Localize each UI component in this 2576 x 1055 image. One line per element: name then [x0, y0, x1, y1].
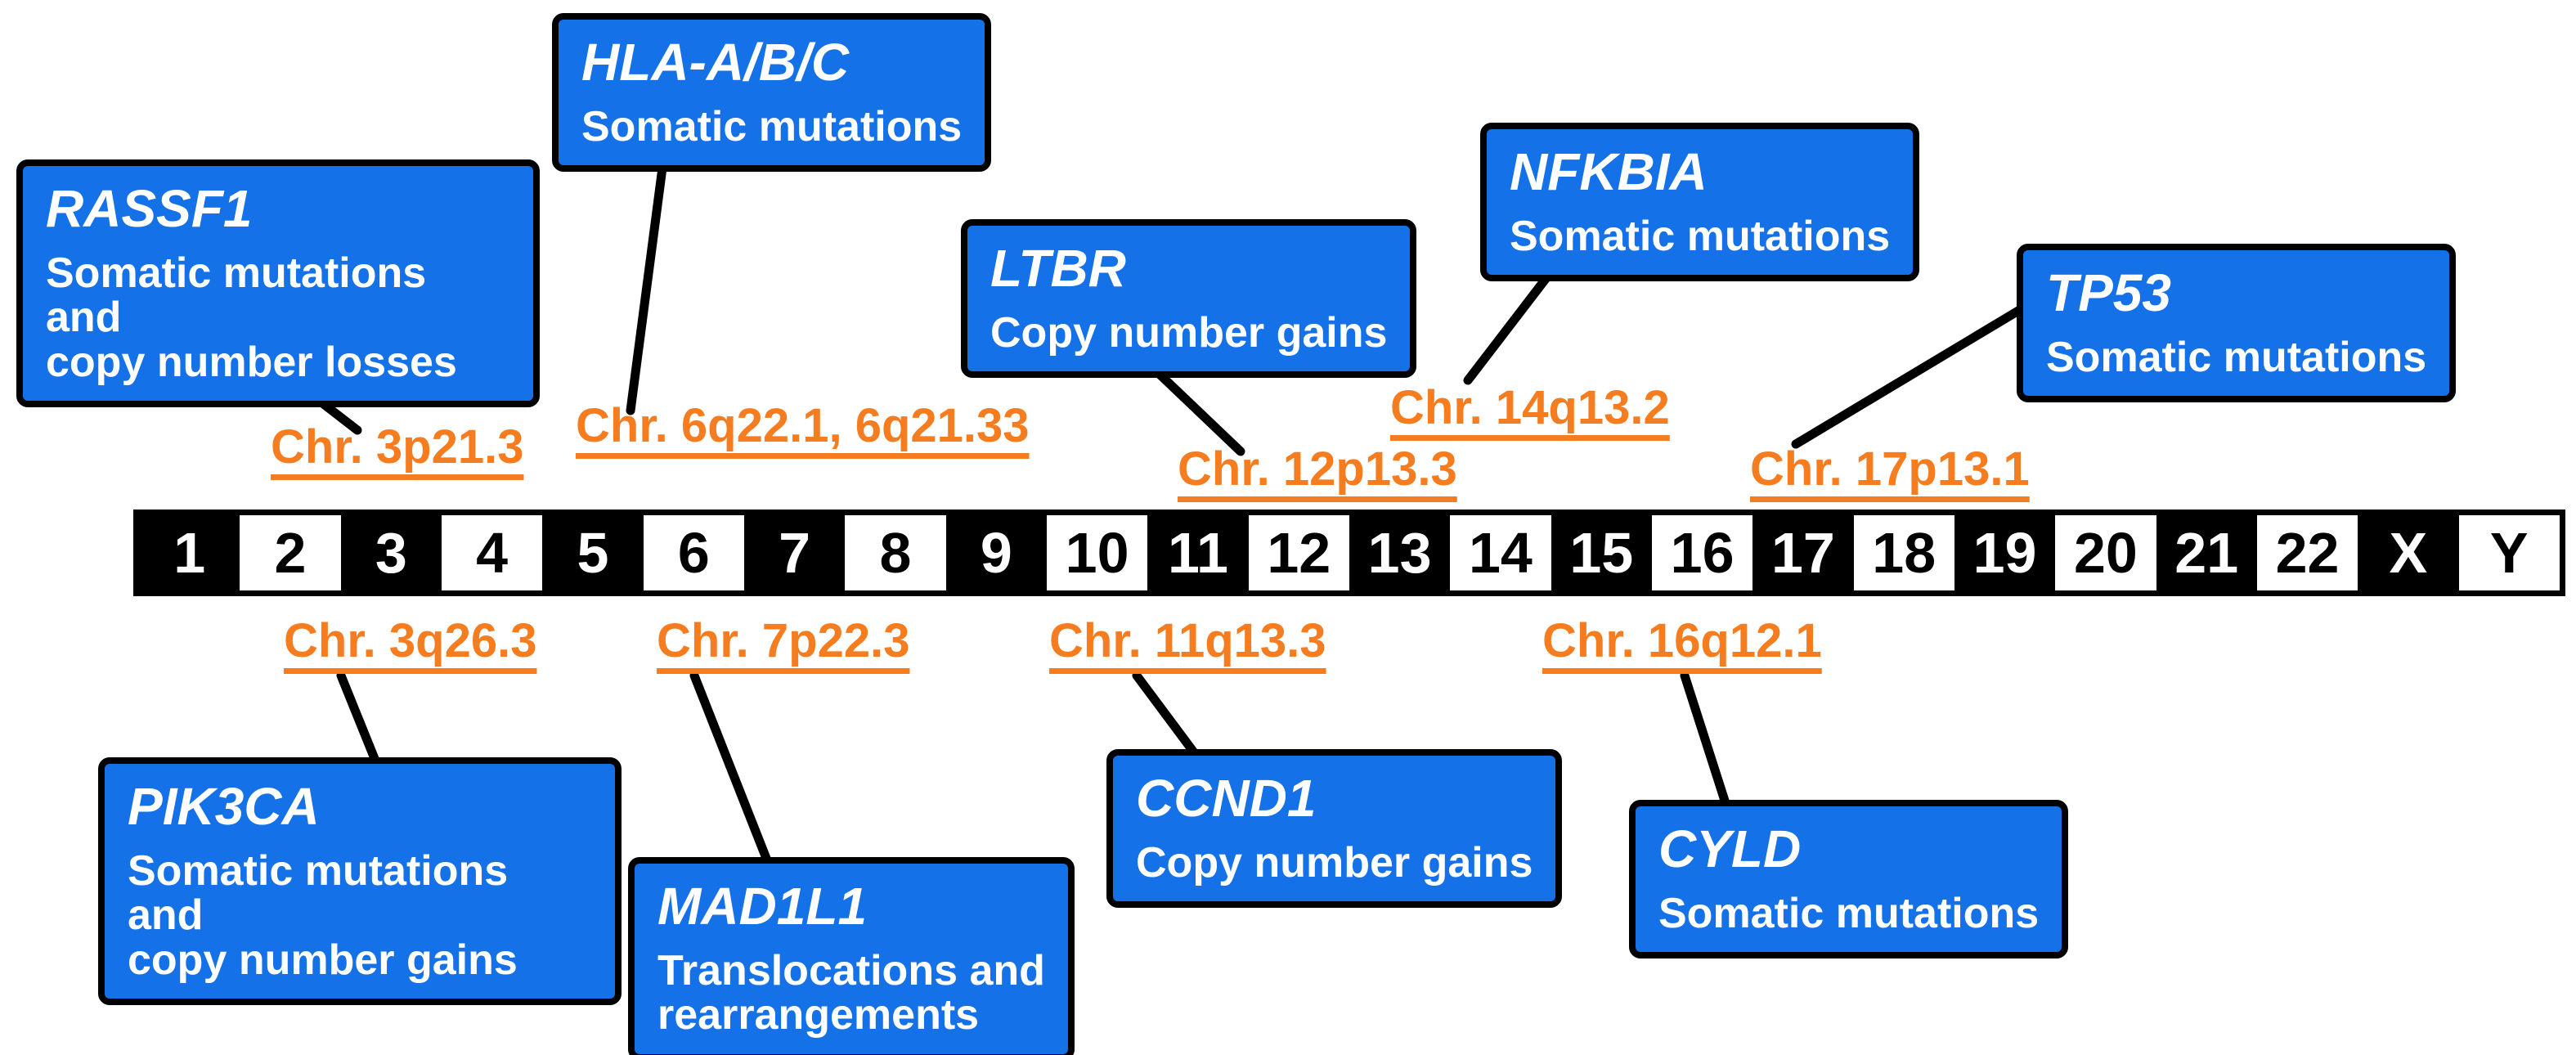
locus-label-chr6q22-1: Chr. 6q22.1, 6q21.33 [576, 399, 1030, 452]
connector-nfkbia-chr14q [1463, 263, 1559, 385]
chromosome-cell-11: 11 [1147, 515, 1249, 590]
chromosome-cell-22: 22 [2256, 515, 2358, 590]
gene-name-hla-abc: HLA-A/B/C [581, 33, 850, 92]
connector-tp53-chr17p [1791, 306, 2023, 449]
chromosome-cell-15: 15 [1551, 515, 1652, 590]
gene-alteration-rassf1: Somatic mutations and copy number losses [46, 249, 457, 386]
connector-ltbr-chr12p [1148, 363, 1245, 456]
gene-name-nfkbia: NFKBIA [1510, 142, 1708, 201]
gene-alteration-ccnd1: Copy number gains [1136, 838, 1533, 887]
chromosome-cell-12: 12 [1248, 515, 1349, 590]
locus-label-chr3p21-3: Chr. 3p21.3 [271, 420, 524, 474]
gene-alteration-pik3ca: Somatic mutations and copy number gains [128, 846, 518, 984]
connector-chr16q-cyld [1680, 671, 1730, 808]
chromosome-cell-4: 4 [441, 515, 543, 590]
locus-label-chr16q12-1: Chr. 16q12.1 [1542, 614, 1822, 667]
chromosome-cell-9: 9 [945, 515, 1047, 590]
chromosome-cell-3: 3 [340, 515, 442, 590]
gene-alteration-ltbr: Copy number gains [990, 308, 1388, 357]
connector-chr3q-pik3ca [336, 671, 380, 765]
gene-box-mad1l1: MAD1L1 Translocations and rearrangements [628, 857, 1075, 1055]
chromosome-cell-1: 1 [139, 515, 240, 590]
gene-box-hla-abc: HLA-A/B/C Somatic mutations [552, 13, 992, 173]
gene-name-rassf1: RASSF1 [46, 179, 253, 238]
connector-chr7p-mad1l1 [689, 671, 772, 865]
connector-hla-chr6q [626, 150, 669, 415]
chromosome-cell-X: X [2358, 515, 2459, 590]
chromosome-cell-13: 13 [1349, 515, 1451, 590]
gene-box-nfkbia: NFKBIA Somatic mutations [1480, 123, 1920, 282]
gene-alteration-nfkbia: Somatic mutations [1510, 212, 1891, 260]
gene-name-tp53: TP53 [2046, 263, 2171, 322]
chromosome-cell-17: 17 [1752, 515, 1854, 590]
connector-chr11q-ccnd1 [1132, 671, 1199, 757]
locus-label-chr11q13-3: Chr. 11q13.3 [1049, 614, 1326, 667]
locus-label-chr14q13-2: Chr. 14q13.2 [1390, 381, 1670, 434]
chromosome-cell-14: 14 [1450, 515, 1551, 590]
locus-label-chr7p22-3: Chr. 7p22.3 [657, 614, 910, 667]
chromosome-cell-8: 8 [845, 515, 946, 590]
gene-name-ccnd1: CCND1 [1136, 769, 1317, 828]
gene-name-pik3ca: PIK3CA [128, 777, 320, 836]
chromosome-cell-7: 7 [743, 515, 846, 590]
chromosome-cell-10: 10 [1046, 515, 1148, 590]
chromosome-cell-18: 18 [1853, 515, 1954, 590]
chromosome-cell-6: 6 [643, 515, 744, 590]
chromosome-cell-16: 16 [1651, 515, 1753, 590]
gene-box-ltbr: LTBR Copy number gains [961, 219, 1417, 379]
chromosome-cell-5: 5 [542, 515, 644, 590]
gene-box-rassf1: RASSF1 Somatic mutations and copy number… [16, 159, 540, 408]
gene-name-ltbr: LTBR [990, 239, 1126, 298]
gene-box-ccnd1: CCND1 Copy number gains [1106, 749, 1563, 909]
gene-alteration-cyld: Somatic mutations [1658, 889, 2040, 937]
gene-box-cyld: CYLD Somatic mutations [1629, 800, 2069, 959]
chromosome-cell-21: 21 [2156, 515, 2257, 590]
chromosome-cell-2: 2 [240, 515, 341, 590]
gene-alteration-tp53: Somatic mutations [2046, 333, 2427, 381]
chromosome-cell-Y: Y [2458, 515, 2560, 590]
locus-label-chr17p13-1: Chr. 17p13.1 [1750, 442, 2030, 496]
gene-box-tp53: TP53 Somatic mutations [2017, 244, 2457, 403]
chromosome-cell-19: 19 [1954, 515, 2056, 590]
chromosome-cell-20: 20 [2055, 515, 2156, 590]
gene-name-cyld: CYLD [1658, 819, 1802, 878]
gene-box-pik3ca: PIK3CA Somatic mutations and copy number… [98, 757, 622, 1006]
gene-name-mad1l1: MAD1L1 [657, 877, 868, 936]
gene-alteration-mad1l1: Translocations and rearrangements [657, 946, 1045, 1039]
locus-label-chr3q26-3: Chr. 3q26.3 [284, 614, 537, 667]
locus-label-chr12p13-3: Chr. 12p13.3 [1178, 442, 1457, 496]
gene-alteration-hla-abc: Somatic mutations [581, 102, 963, 150]
